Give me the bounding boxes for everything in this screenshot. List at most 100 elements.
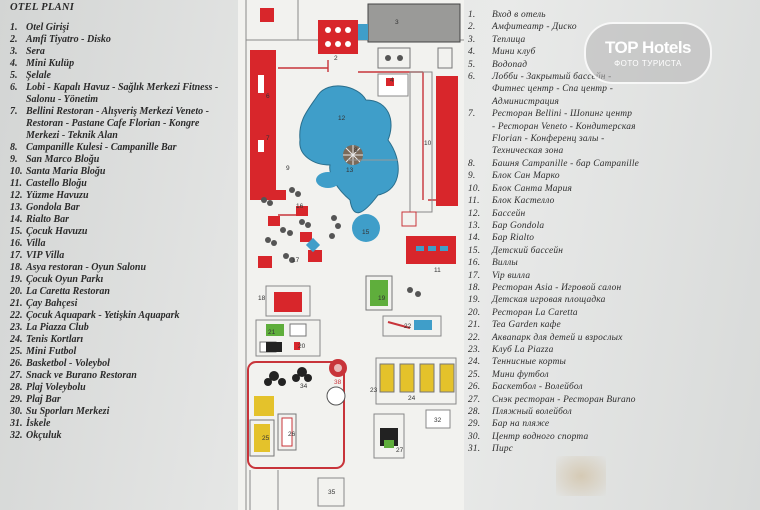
legend-item: 7.Ресторан Bellini - Шопинг центр: [468, 108, 758, 120]
map-label-17: 17: [292, 257, 300, 264]
legend-item-text: Лобби - Закрытый бассейн -: [492, 72, 612, 83]
legend-item-number: 26.: [10, 358, 23, 369]
legend-item-number: 17.: [10, 250, 23, 261]
building-block-top-left: [260, 8, 274, 22]
legend-item-text: Su Sporları Merkezi: [26, 406, 110, 417]
legend-item-number: 19.: [468, 295, 481, 306]
legend-item: 2. Amfi Tiyatro - Disko: [10, 34, 238, 46]
map-label-25: 25: [262, 435, 270, 442]
legend-item: 10.Santa Maria Bloğu: [10, 166, 238, 178]
legend-item-text: Snack ve Burano Restoran: [26, 370, 137, 381]
legend-item: 20. Ресторан La Caretta: [468, 307, 758, 319]
legend-item: 6.Lobi - Kapalı Havuz - Sağlık Merkezi F…: [10, 82, 238, 106]
map-label-34: 34: [300, 383, 308, 390]
legend-item-text: Şelale: [26, 70, 51, 81]
map-label-6: 6: [266, 93, 270, 100]
building-entrance: [318, 20, 358, 54]
legend-item: 2.Амфитеатр - Диско: [468, 21, 758, 33]
legend-item-number: 22.: [10, 310, 23, 321]
legend-item: 5.Водопад: [468, 59, 758, 71]
map-label-2: 2: [334, 55, 338, 62]
legend-item: 8.Башня Campanille - бар Campanille: [468, 158, 758, 170]
legend-item-number: 12.: [10, 190, 23, 201]
legend-item-text: Центр водного спорта: [492, 431, 589, 442]
legend-item: - Ресторан Veneto - Кондитерская: [468, 121, 758, 133]
legend-item-number: 24.: [10, 334, 23, 345]
legend-item-text: Бар на пляже: [492, 419, 550, 430]
legend-item-number: 16.: [10, 238, 23, 249]
playground-area: [370, 280, 388, 306]
legend-item: 23.Клуб La Piazza: [468, 344, 758, 356]
legend-item-text: Plaj Bar: [26, 394, 61, 405]
legend-item-number: 26.: [468, 382, 481, 393]
legend-item-text: Lobi - Kapalı Havuz - Sağlık Merkezi Fit…: [26, 82, 219, 105]
legend-item-text: VIP Villa: [26, 250, 65, 261]
legend-item-number: 9.: [468, 171, 476, 182]
legend-item: 7.Bellini Restoran - Alışveriş Merkezi V…: [10, 106, 238, 142]
legend-item: 21.Çay Bahçesi: [10, 298, 238, 310]
legend-item-text: Техническая зона: [492, 146, 564, 157]
map-label-20: 20: [298, 343, 306, 350]
legend-item-number: 2.: [10, 34, 18, 45]
legend-item-text: Tenis Kortları: [26, 334, 84, 345]
legend-item: 25.Мини футбол: [468, 369, 758, 381]
legend-item-number: 14.: [10, 214, 23, 225]
legend-item: 13.Gondola Bar: [10, 202, 238, 214]
legend-item: 22.Çocuk Aquapark - Yetişkin Aquapark: [10, 310, 238, 322]
legend-item-text: Okçuluk: [26, 430, 62, 441]
map-label-23: 23: [370, 387, 378, 394]
legend-item-number: 13.: [468, 220, 481, 231]
legend-item-number: 11.: [10, 178, 22, 189]
legend-item: 9.Блок Сан Марко: [468, 170, 758, 182]
legend-item-number: 30.: [468, 431, 481, 442]
map-label-13: 13: [346, 167, 354, 174]
legend-item-text: Ресторан Bellini - Шопинг центр: [492, 109, 633, 120]
legend-item-number: 6.: [468, 72, 476, 83]
legend-item-number: 20.: [468, 307, 481, 318]
legend-item: 1.Вход в отель: [468, 9, 758, 21]
legend-item-text: - Ресторан Veneto - Кондитерская: [492, 121, 636, 132]
map-label-21: 21: [268, 329, 276, 336]
legend-item: Фитнес центр - Спа центр -: [468, 83, 758, 95]
legend-item: 27.Snack ve Burano Restoran: [10, 370, 238, 382]
legend-item-text: Блок Санта Мария: [492, 183, 573, 194]
legend-item-number: 10.: [10, 166, 23, 177]
map-label-4: 4: [390, 77, 394, 84]
legend-item-number: 23.: [10, 322, 23, 333]
legend-item-number: 30.: [10, 406, 23, 417]
legend-item-text: Çocuk Oyun Parkı: [26, 274, 104, 285]
watermark-logo-text: TOP Hotels: [604, 38, 692, 57]
legend-item-number: [468, 121, 492, 133]
legend-item-text: Ресторан La Caretta: [492, 307, 578, 318]
legend-item: 20.La Caretta Restoran: [10, 286, 238, 298]
legend-item: 24.Теннисные корты: [468, 356, 758, 368]
legend-item-number: 29.: [10, 394, 23, 405]
kids-pool: [352, 214, 380, 242]
map-label-38: 38: [334, 379, 342, 386]
legend-item-text: Клуб La Piazza: [492, 344, 554, 355]
legend-item: 28.Пляжный волейбол: [468, 406, 758, 418]
legend-item-text: Amfi Tiyatro - Disko: [26, 34, 111, 45]
map-label-35: 35: [328, 489, 336, 496]
legend-item-text: Вход в отель: [492, 10, 546, 20]
legend-item-number: 5.: [10, 70, 18, 81]
legend-item-text: Баскетбол - Волейбол: [492, 382, 583, 393]
legend-item-text: Çay Bahçesi: [26, 298, 78, 309]
map-label-8: 8: [354, 147, 358, 154]
map-label-24: 24: [408, 395, 416, 402]
legend-item-text: Пляжный волейбол: [492, 407, 572, 417]
legend-item-text: Sera: [26, 46, 45, 57]
legend-item: 14.Бар Rialto: [468, 232, 758, 244]
map-label-19: 19: [378, 295, 386, 302]
legend-item-number: [468, 96, 492, 108]
legend-item-text: Администрация: [492, 96, 560, 107]
legend-item-text: Rialto Bar: [26, 214, 70, 225]
legend-item-number: 15.: [10, 226, 23, 237]
plan-title: OTEL PLANI: [10, 2, 75, 13]
paper-smudge: [556, 456, 606, 496]
legend-item-text: Аквапарк для детей и взрослых: [492, 332, 623, 343]
legend-item-text: Башня Campanille - бар Campanille: [492, 158, 639, 169]
legend-item-number: 24.: [468, 357, 481, 368]
